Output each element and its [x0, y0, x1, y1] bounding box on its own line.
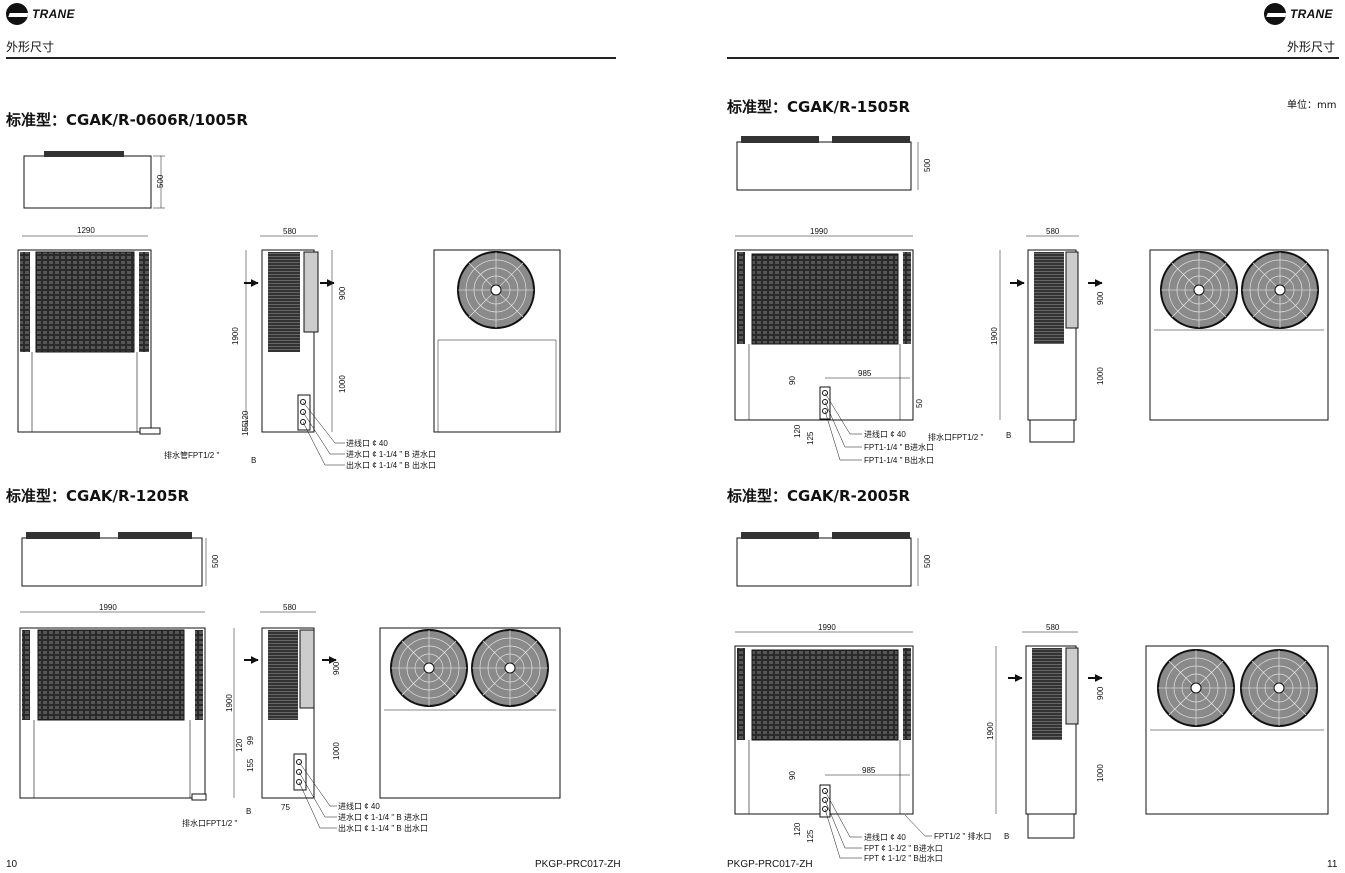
trane-logo-mark-icon	[1264, 3, 1286, 25]
model-title-1505: 标准型：CGAK/R-1505R	[727, 98, 911, 116]
dim-d1: 90	[788, 376, 797, 385]
trane-logo-left: TRANE	[6, 3, 75, 25]
drawing-0606-top-view: 500	[23, 151, 165, 209]
left-page-number: 10	[6, 859, 18, 870]
dim-upper: 900	[1096, 291, 1105, 305]
drawing-1205-top-view: 500	[21, 532, 220, 587]
dim-width: 1990	[818, 623, 836, 632]
drawing-1205-front-view: 1990 排水口FPT1/2 "	[19, 603, 237, 828]
drawing-1505-top-view: 500	[736, 136, 932, 191]
model-title-0606: 标准型：CGAK/R-0606R/1005R	[6, 111, 248, 129]
dim-d1: 120	[235, 738, 244, 752]
right-header-rule	[727, 57, 1339, 59]
dim-lower: 1000	[338, 375, 347, 393]
dim-d1: 90	[788, 771, 797, 780]
dim-offset: 985	[858, 369, 872, 378]
dim-top-h: 500	[211, 554, 220, 568]
dim-depth: 580	[1046, 227, 1060, 236]
dim-offset: 985	[862, 766, 876, 775]
dim-upper: 900	[338, 286, 347, 300]
dim-height: 1900	[225, 694, 234, 712]
dim-d2: 99	[246, 736, 255, 745]
dim-height: 1900	[986, 722, 995, 740]
conn-label-2: 进水口 ¢ 1-1/4 " B 进水口	[346, 449, 436, 459]
dim-top-h: 500	[923, 158, 932, 172]
drain-label-2005: FPT1/2 " 排水口	[934, 831, 992, 841]
conn-label-2: 进水口 ¢ 1-1/4 " B 进水口	[338, 812, 428, 822]
dim-d3: 125	[806, 431, 815, 445]
conn-label-1: 进线口 ¢ 40	[338, 801, 380, 811]
conn-label-3: FPT1-1/4 " B出水口	[864, 455, 934, 465]
right-page-number: 11	[1327, 859, 1338, 870]
conn-label-3: 出水口 ¢ 1-1/4 " B 出水口	[338, 823, 428, 833]
drawing-1505-front-view: 1990 985 90 120 125 50 进线口 ¢ 40 FPT1-1/4…	[734, 227, 983, 465]
b-mark: B	[1006, 431, 1011, 440]
dim-height: 1900	[231, 327, 240, 345]
dim-lower: 1000	[1096, 764, 1105, 782]
brand-name: TRANE	[1290, 7, 1333, 21]
drawing-2005-side-view: 580 1900 900 1000 B	[986, 623, 1105, 841]
drawing-0606-side-view: 580 1900 900 1000 120 155 B 进线口 ¢ 40 进水口…	[231, 227, 436, 470]
dim-d4: 50	[915, 399, 924, 408]
drain-label-0606: 排水管FPT1/2 "	[164, 450, 219, 460]
dim-d2: 155	[241, 422, 250, 436]
left-header-rule	[6, 57, 616, 59]
drawing-2005-front-view: 1990 985 90 120 125 进线口 ¢ 40 FPT ¢ 1-1/2…	[734, 623, 992, 863]
right-section-title: 外形尺寸	[1287, 40, 1336, 54]
right-doc-code: PKGP-PRC017-ZH	[727, 859, 813, 870]
dim-d2: 120	[793, 822, 802, 836]
dim-d1: 120	[241, 410, 250, 424]
conn-label-2: FPT ¢ 1-1/2 " B进水口	[864, 843, 943, 853]
dim-lower: 1000	[1096, 367, 1105, 385]
left-section-title: 外形尺寸	[6, 40, 55, 54]
brand-name: TRANE	[32, 7, 75, 21]
b-mark: B	[1004, 832, 1009, 841]
trane-logo-right: TRANE	[1264, 3, 1333, 25]
drain-label-1205: 排水口FPT1/2 "	[182, 818, 237, 828]
conn-label-2: FPT1-1/4 " B进水口	[864, 442, 934, 452]
left-doc-code: PKGP-PRC017-ZH	[535, 859, 621, 870]
dim-upper: 900	[332, 661, 341, 675]
unit-label: 单位：mm	[1287, 100, 1337, 111]
dim-lower: 1000	[332, 742, 341, 760]
b-mark: B	[251, 456, 256, 465]
model-title-1205: 标准型：CGAK/R-1205R	[6, 487, 190, 505]
dim-top-h: 500	[156, 174, 165, 188]
dim-width: 1990	[99, 603, 117, 612]
drawing-1205-rear-view	[379, 627, 561, 799]
dim-d4: 75	[281, 803, 290, 812]
drawing-2005-rear-view	[1145, 645, 1329, 815]
dim-depth: 580	[283, 603, 297, 612]
model-title-2005: 标准型：CGAK/R-2005R	[727, 487, 911, 505]
conn-label-3: FPT ¢ 1-1/2 " B出水口	[864, 853, 943, 863]
b-mark: B	[246, 807, 251, 816]
dim-d2: 120	[793, 424, 802, 438]
drawing-1205-side-view: 580 1900 900 1000 120 99 155 75 B 进线口 ¢ …	[225, 603, 428, 833]
drawing-0606-front-view: 1290 排水管FPT1/2 "	[17, 226, 219, 460]
dim-top-h: 500	[923, 554, 932, 568]
drain-label-1505: 排水口FPT1/2 "	[928, 432, 983, 442]
dim-depth: 580	[1046, 623, 1060, 632]
conn-label-1: 进线口 ¢ 40	[346, 438, 388, 448]
dim-width: 1990	[810, 227, 828, 236]
conn-label-1: 进线口 ¢ 40	[864, 832, 906, 842]
dim-d3: 155	[246, 758, 255, 772]
dim-upper: 900	[1096, 686, 1105, 700]
drawing-2005-top-view: 500	[736, 532, 932, 587]
drawing-1505-rear-view	[1149, 249, 1329, 421]
conn-label-3: 出水口 ¢ 1-1/4 " B 出水口	[346, 460, 436, 470]
dim-width: 1290	[77, 226, 95, 235]
conn-label-1: 进线口 ¢ 40	[864, 429, 906, 439]
dim-depth: 580	[283, 227, 297, 236]
trane-logo-mark-icon	[6, 3, 28, 25]
dim-height: 1900	[990, 327, 999, 345]
drawing-1505-side-view: 580 1900 900 1000 B	[990, 227, 1105, 443]
dim-d3: 125	[806, 829, 815, 843]
drawing-0606-rear-view	[433, 249, 561, 433]
